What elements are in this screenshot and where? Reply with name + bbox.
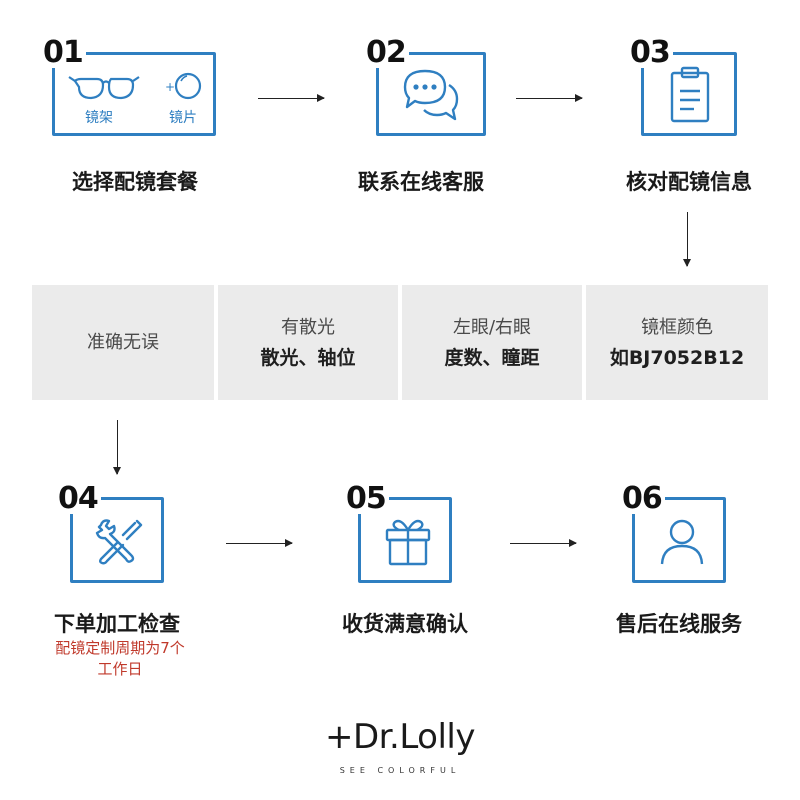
info-cell-line1: 准确无误 [87, 331, 159, 353]
step-06-box [632, 497, 726, 583]
arrow-02-03 [516, 94, 583, 102]
step-02-number: 02 [366, 38, 409, 68]
production-time-note: 配镜定制周期为7个 工作日 [30, 638, 210, 680]
user-icon [660, 519, 704, 565]
info-cell-line1: 有散光 [281, 316, 335, 338]
step-04-number: 04 [58, 484, 101, 514]
step-01-label: 选择配镜套餐 [72, 170, 198, 194]
info-cell-line2: 如BJ7052B12 [609, 346, 745, 369]
logo-plus: + [324, 717, 354, 757]
step-06-number: 06 [622, 484, 665, 514]
arrow-04-05 [226, 539, 293, 547]
logo-wordmark: +Dr.Lolly [320, 720, 480, 754]
brand-logo: +Dr.Lolly SEE COLORFUL [320, 720, 480, 775]
step-02-label: 联系在线客服 [358, 170, 484, 194]
step-05-label: 收货满意确认 [342, 612, 468, 636]
arrow-panel-04 [113, 420, 121, 475]
step-06-label: 售后在线服务 [616, 612, 742, 636]
step-05-number: 05 [346, 484, 389, 514]
info-cell-line1: 镜框颜色 [641, 316, 713, 338]
logo-tagline: SEE COLORFUL [339, 766, 461, 775]
step-03-number: 03 [630, 38, 673, 68]
info-cell-accurate: 准确无误 [32, 285, 214, 400]
info-cell-eyes: 左眼/右眼 度数、瞳距 [402, 285, 582, 400]
tools-icon [95, 519, 143, 565]
svg-text:+: + [165, 80, 175, 94]
info-cell-astigmatism: 有散光 散光、轴位 [218, 285, 398, 400]
step-01-number: 01 [43, 38, 86, 68]
arrow-05-06 [510, 539, 577, 547]
info-cell-line2: 度数、瞳距 [444, 346, 540, 369]
clipboard-icon [670, 66, 710, 123]
arrow-03-panel [683, 212, 691, 267]
glasses-plus-lens-icon: + [68, 72, 202, 100]
note-line2: 工作日 [97, 660, 143, 678]
info-cell-line1: 左眼/右眼 [452, 316, 532, 338]
step-04-label: 下单加工检查 [54, 612, 180, 636]
step-01-box: + 镜架 镜片 [52, 52, 216, 136]
info-cell-frame-color: 镜框颜色 如BJ7052B12 [586, 285, 768, 400]
chat-bubbles-icon [403, 69, 459, 121]
frame-label: 镜架 [85, 110, 113, 126]
note-line1: 配镜定制周期为7个 [55, 639, 185, 657]
info-cell-line2: 散光、轴位 [260, 346, 356, 369]
logo-name: Dr.Lolly [352, 717, 476, 757]
step-03-label: 核对配镜信息 [626, 170, 752, 194]
lens-label: 镜片 [169, 110, 197, 126]
gift-icon [385, 519, 431, 566]
arrow-01-02 [258, 94, 325, 102]
